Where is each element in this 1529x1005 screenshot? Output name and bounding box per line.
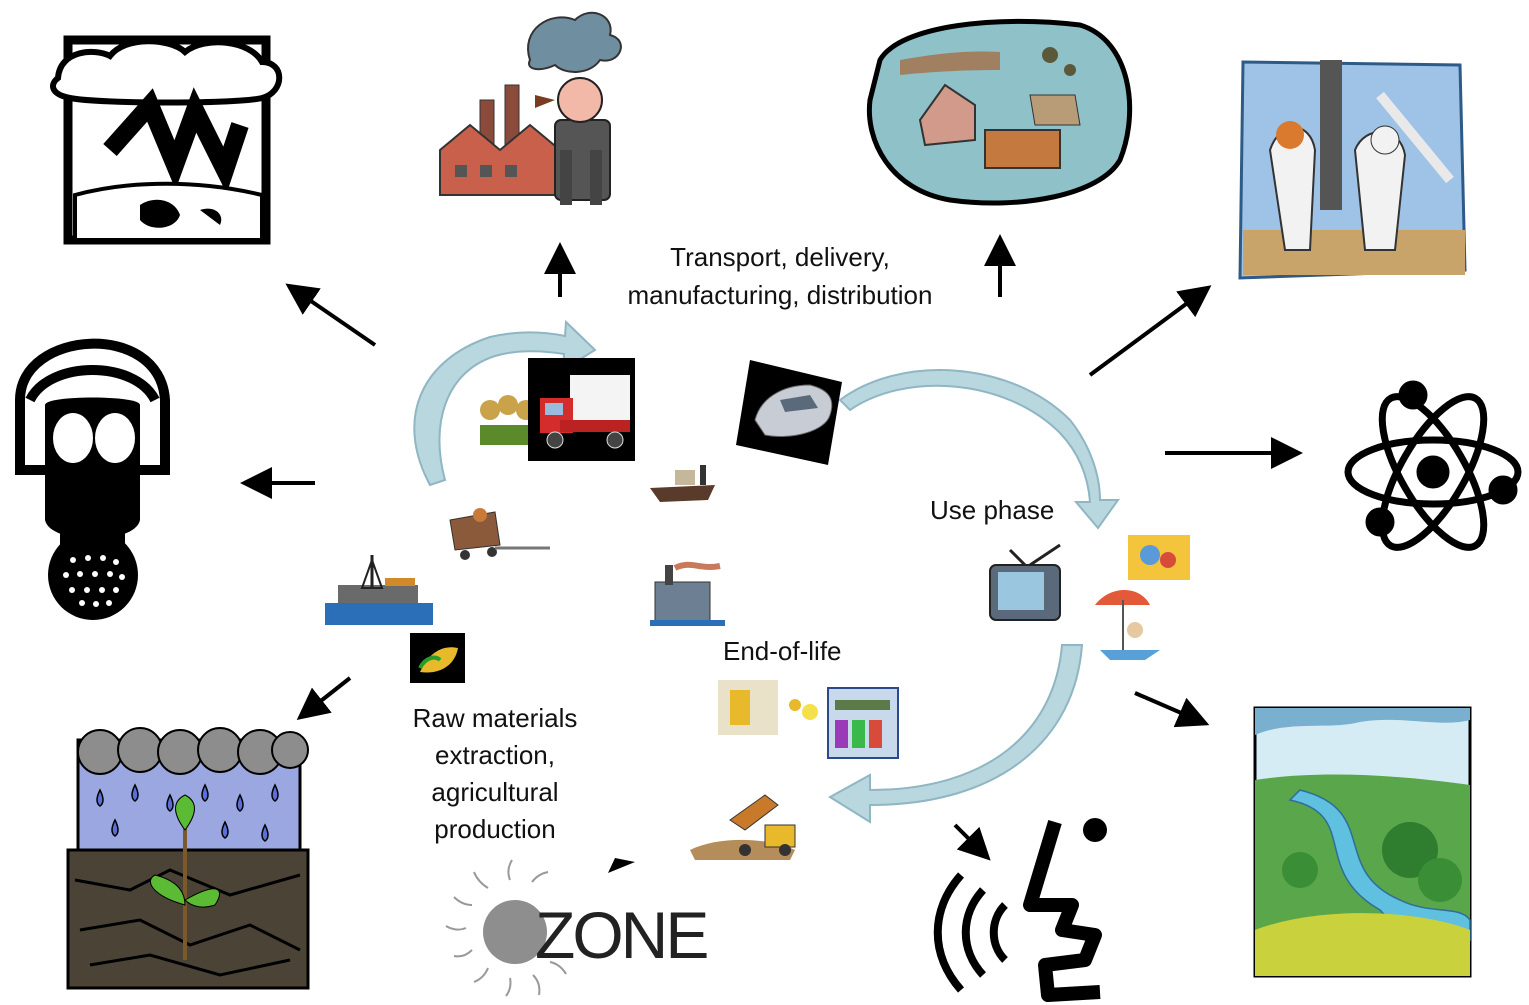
farm-icon xyxy=(480,395,536,445)
delivery-truck-icon xyxy=(528,358,635,461)
arrow-to-soil xyxy=(296,676,352,720)
raw-materials-line4: production xyxy=(434,814,556,844)
landscape-icon xyxy=(1253,706,1472,978)
gas-mask-icon xyxy=(15,338,170,620)
polluted-land-icon xyxy=(866,18,1133,206)
ship-icon xyxy=(650,465,715,502)
bins-icon xyxy=(827,687,899,759)
smokestack-pollution-icon xyxy=(439,11,622,205)
transport-label: Transport, delivery, manufacturing, dist… xyxy=(585,238,975,314)
arrow-to-climate xyxy=(285,283,377,347)
use-phase-label: Use phase xyxy=(930,495,1055,525)
transport-label-line2: manufacturing, distribution xyxy=(627,280,933,310)
car-icon xyxy=(736,360,842,465)
television-icon xyxy=(989,543,1061,621)
arrow-to-landscape xyxy=(1134,691,1210,728)
impact-arrows xyxy=(240,234,1303,861)
crop-icon xyxy=(410,633,465,683)
factory-icon xyxy=(650,561,725,626)
leisure-icon xyxy=(1128,535,1190,580)
climate-change-icon xyxy=(50,35,283,245)
dump-truck-icon xyxy=(690,794,796,860)
mining-icon xyxy=(1238,60,1467,280)
mining-cart-icon xyxy=(449,508,550,560)
recycling-icon xyxy=(718,680,818,735)
radiation-atom-icon xyxy=(1344,380,1522,551)
noise-icon xyxy=(933,818,1107,1002)
arrow-to-noise xyxy=(953,823,991,861)
raw-materials-line3: agricultural xyxy=(431,777,559,807)
ozone-label: ZONE xyxy=(535,898,707,972)
raw-materials-label: Raw materials extraction, agricultural p… xyxy=(385,700,605,848)
beach-icon xyxy=(1095,590,1160,660)
cycle-arrow-transport-to-use xyxy=(838,369,1120,530)
raw-materials-line1: Raw materials xyxy=(412,703,578,733)
transport-label-line1: Transport, delivery, xyxy=(670,242,890,272)
end-of-life-label: End-of-life xyxy=(723,636,842,666)
acid-rain-soil-icon xyxy=(66,727,310,990)
cycle-arrow-raw-to-transport xyxy=(413,319,597,487)
raw-materials-line2: extraction, xyxy=(435,740,555,770)
arrow-to-mining xyxy=(1088,285,1212,377)
cycle-arrows xyxy=(413,319,1120,824)
arrow-to-ozone xyxy=(608,858,635,873)
oil-rig-icon xyxy=(325,555,433,625)
ozone-icon xyxy=(445,859,567,997)
cycle-arrow-use-to-eol xyxy=(828,644,1084,824)
